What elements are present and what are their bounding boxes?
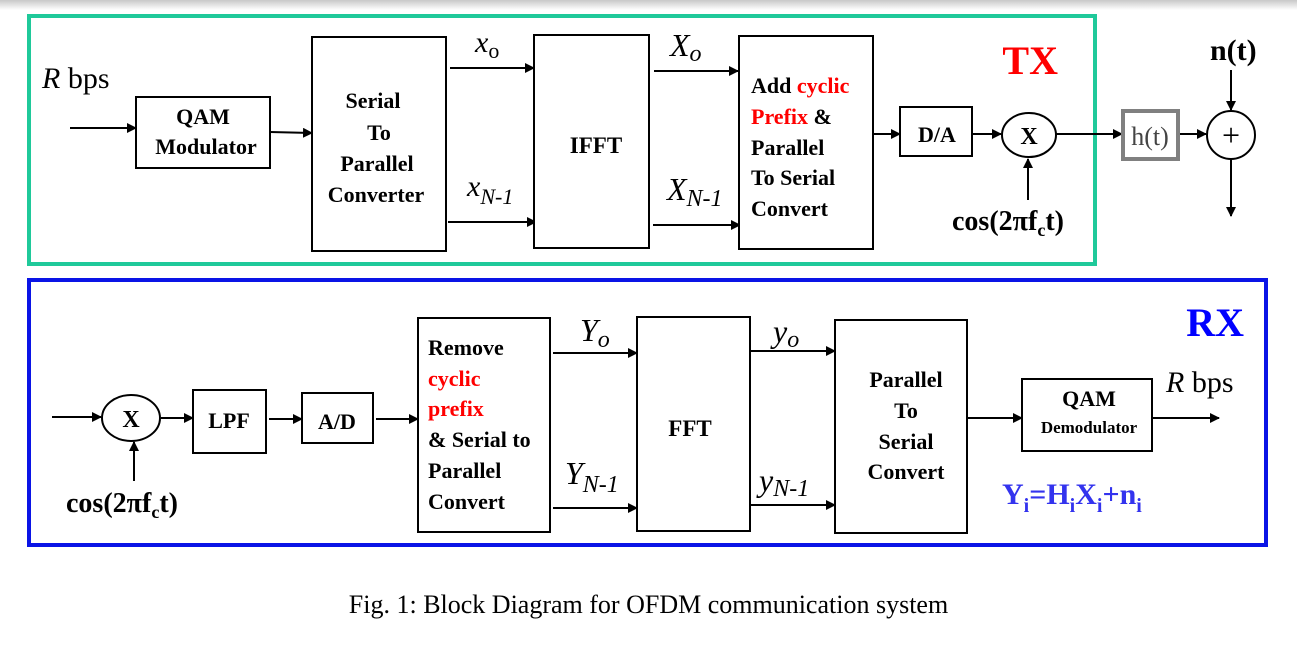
cp-add-line-1: Add cyclic [751, 73, 850, 98]
sp-label-3: Parallel [340, 151, 413, 176]
cp-remove-line-5: Parallel [428, 458, 501, 483]
cp-add-line-5: Convert [751, 196, 829, 221]
cp-add-line-3: Parallel [751, 135, 824, 160]
xN1-label: xN-1 [466, 170, 513, 209]
adder-symbol: + [1222, 117, 1240, 153]
figure-caption: Fig. 1: Block Diagram for OFDM communica… [348, 590, 949, 619]
cp-remove-line-2: cyclic [428, 366, 481, 391]
tx-carrier-label: cos(2πfct) [952, 206, 1064, 240]
ifft-block [533, 34, 650, 249]
top-shade [0, 0, 1297, 10]
noise-label: n(t) [1210, 34, 1257, 67]
x0-label: xo [474, 26, 499, 63]
ad-block [301, 392, 374, 444]
qam-modulator-label-1: QAM [176, 104, 230, 129]
XN1-label: XN-1 [665, 171, 723, 212]
qam-demod-label-1: QAM [1062, 386, 1116, 411]
fft-label: FFT [668, 416, 711, 441]
ifft-label: IFFT [570, 133, 622, 158]
sp-label-1: Serial [346, 88, 401, 113]
tx-section-border [27, 14, 1097, 266]
y0-label: yo [770, 313, 799, 353]
ps-label-4: Convert [868, 459, 946, 484]
Y0-label: Yo [580, 312, 610, 353]
ps-label-1: Parallel [869, 367, 942, 392]
ps-label-2: To [894, 398, 918, 423]
tx-section-label: TX [1002, 38, 1058, 83]
add-cyclic-prefix-block [738, 35, 874, 250]
cp-remove-line-3: prefix [428, 396, 484, 421]
qam-to-sp-arrow [269, 127, 313, 138]
channel-h-label: h(t) [1131, 122, 1169, 151]
YN1-label: YN-1 [565, 455, 619, 498]
ad-label: A/D [318, 409, 356, 434]
sp-label-4: Converter [328, 182, 425, 207]
serial-to-parallel-block [311, 36, 447, 252]
sp-label-2: To [367, 120, 391, 145]
cp-add-line-2: Prefix & [751, 104, 832, 129]
rx-mixer-symbol: X [122, 407, 140, 433]
tx-mixer-symbol: X [1020, 124, 1038, 150]
cp-remove-line-6: Convert [428, 489, 506, 514]
yN1-label: yN-1 [756, 462, 809, 502]
channel-equation: Yi=HiXi+ni [1002, 478, 1142, 517]
rx-output-rate: R bps [1165, 366, 1234, 399]
lpf-label: LPF [208, 408, 250, 433]
tx-input-rate: R bps [41, 62, 110, 95]
parallel-to-serial-block [834, 319, 968, 534]
channel-h-block [1121, 109, 1180, 161]
rx-section-label: RX [1186, 300, 1244, 345]
da-label: D/A [918, 122, 956, 147]
lpf-block [192, 389, 267, 454]
fft-block [636, 316, 751, 532]
cp-remove-line-4: & Serial to [428, 427, 531, 452]
da-block [899, 106, 973, 157]
cp-remove-line-1: Remove [428, 335, 504, 360]
qam-demodulator-block [1021, 378, 1153, 452]
X0-label: Xo [668, 27, 702, 67]
qam-demod-label-2: Demodulator [1041, 418, 1138, 437]
ps-label-3: Serial [879, 429, 934, 454]
remove-cyclic-prefix-block [417, 317, 551, 533]
rx-section-border [27, 278, 1268, 547]
qam-modulator-label-2: Modulator [155, 134, 257, 159]
rx-carrier-label: cos(2πfct) [66, 488, 178, 522]
cp-add-line-4: To Serial [751, 165, 835, 190]
